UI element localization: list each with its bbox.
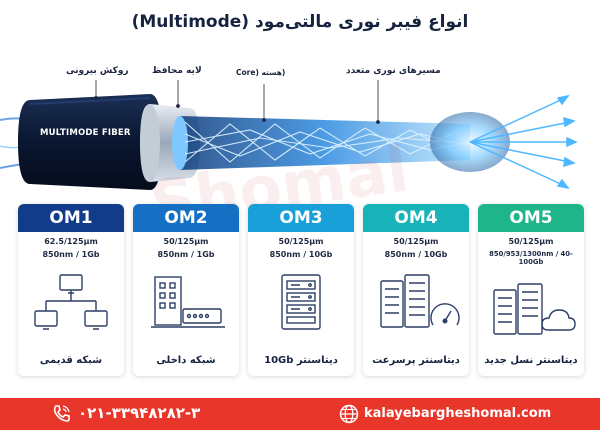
card-om1: OM1 62.5/125µm 850nm / 1Gb شبکه قدیمی: [18, 204, 124, 376]
card-title: OM5: [478, 204, 584, 232]
outer-jacket-label: روکش بیرونی: [66, 66, 129, 76]
servers-speed-icon: [380, 274, 460, 328]
light-paths-label: مسیرهای نوری متعدد: [346, 66, 441, 76]
card-usage: دیتاسنتر پرسرعت: [372, 355, 460, 366]
building-switch-icon: [151, 276, 225, 328]
card-speed-spec: 850nm / 1Gb: [157, 250, 215, 259]
card-core-spec: 50/125µm: [508, 237, 554, 246]
website-link[interactable]: kalayebargheshomal.com: [364, 406, 552, 421]
card-speed-spec: 850nm / 10Gb: [384, 250, 448, 259]
network-icon: [34, 274, 108, 330]
phone-number[interactable]: ۰۲۱-۳۳۹۴۸۲۸۲-۳: [78, 404, 201, 422]
buffer-label: لایه محافظ: [152, 66, 202, 76]
fiber-types-cards: OM1 62.5/125µm 850nm / 1Gb شبکه قدیمی OM…: [18, 204, 584, 378]
card-speed-spec: 850/953/1300nm / 40-100Gb: [489, 250, 573, 266]
card-title: OM1: [18, 204, 124, 232]
card-om2: OM2 50/125µm 850nm / 1Gb شبکه داخلی: [133, 204, 239, 376]
server-rack-icon: [281, 274, 321, 330]
globe-icon: [339, 404, 359, 424]
card-usage: دیتاسنتر نسل جدید: [484, 355, 578, 366]
footer-bar: ۰۲۱-۳۳۹۴۸۲۸۲-۳ kalayebargheshomal.com: [0, 398, 600, 430]
cable-text: MULTIMODE FIBER: [40, 128, 131, 138]
phone-icon: [53, 405, 70, 422]
card-core-spec: 50/125µm: [278, 237, 324, 246]
card-core-spec: 50/125µm: [393, 237, 439, 246]
card-core-spec: 62.5/125µm: [44, 237, 98, 246]
card-om3: OM3 50/125µm 850nm / 10Gb دیتاسنتر 10Gb: [248, 204, 354, 376]
fiber-diagram: روکش بیرونی لایه محافظ (هسته (Core مسیره…: [0, 58, 600, 198]
fiber-cable-illustration: [0, 80, 578, 190]
card-usage: شبکه داخلی: [156, 355, 216, 366]
card-title: OM4: [363, 204, 469, 232]
servers-cloud-icon: [493, 283, 576, 335]
core-label: (هسته (Core: [236, 68, 286, 77]
card-speed-spec: 850nm / 1Gb: [42, 250, 100, 259]
card-title: OM2: [133, 204, 239, 232]
card-core-spec: 50/125µm: [163, 237, 209, 246]
card-usage: دیتاسنتر 10Gb: [264, 355, 338, 366]
page-title: انواع فیبر نوری مالتی‌مود (Multimode): [131, 12, 469, 32]
card-om5: OM5 50/125µm 850/953/1300nm / 40-100Gb د…: [478, 204, 584, 376]
card-title: OM3: [248, 204, 354, 232]
card-om4: OM4 50/125µm 850nm / 10Gb دیتاسنتر پرسرع…: [363, 204, 469, 376]
card-speed-spec: 850nm / 10Gb: [269, 250, 333, 259]
card-usage: شبکه قدیمی: [39, 355, 103, 366]
